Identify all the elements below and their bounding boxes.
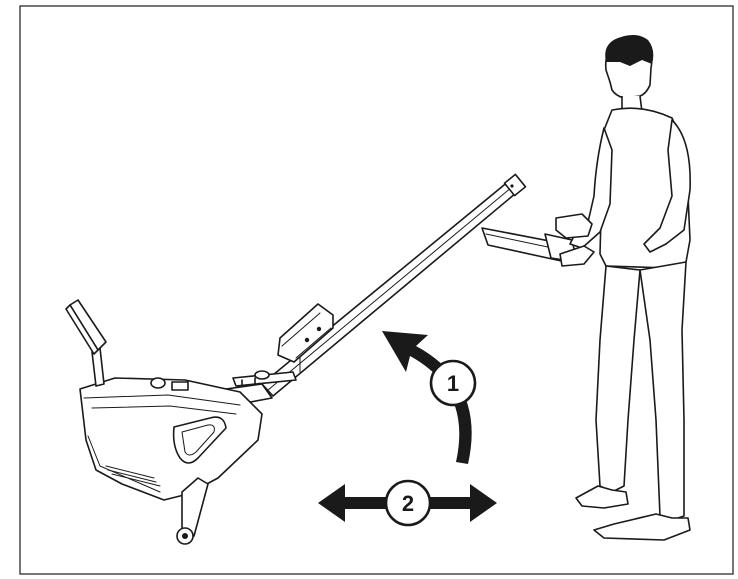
person-figure: [556, 35, 690, 540]
callout-2: 2: [318, 481, 497, 525]
console: [66, 300, 106, 386]
rail: [262, 174, 525, 396]
callout-1-label: 1: [447, 371, 459, 396]
callout-1: 1: [382, 331, 475, 464]
rowing-machine: [66, 174, 577, 544]
callout-2-label: 2: [402, 491, 414, 516]
flywheel-housing: [80, 378, 262, 500]
